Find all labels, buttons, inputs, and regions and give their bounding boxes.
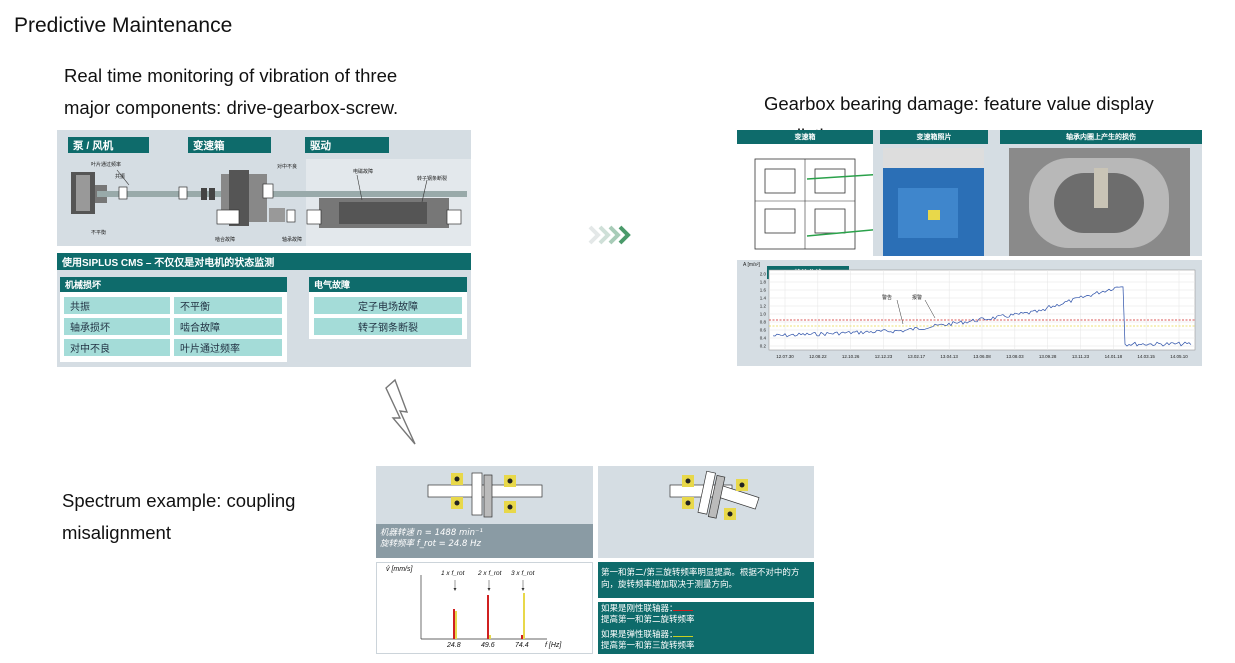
fault-cell: 共振 [64, 297, 170, 314]
label-unbalance: 不平衡 [91, 230, 107, 236]
gearbox-images: 变速箱 变速箱照片 轴承内圈上产生的损伤 [737, 130, 1202, 256]
spectrum-y-label: v̂ [mm/s] [386, 566, 413, 573]
rigid-coupling-effect: 提高第一和第二旋转频率 [601, 615, 695, 625]
trend-x-tick: 14.03.15 [1137, 354, 1155, 359]
fault-cell: 叶片通过频率 [174, 339, 282, 356]
fault-table: 机械损坏 共振 不平衡 轴承损坏 啮合故障 对中不良 叶片通过频率 电气故障 定… [57, 270, 471, 367]
speed-line-2: 旋转频率 f_rot = 24.8 Hz [380, 539, 481, 549]
chevron-right-icon [588, 225, 631, 245]
fault-cell: 对中不良 [64, 339, 170, 356]
fault-cell: 啮合故障 [174, 318, 282, 335]
coupling-elastic-panel [598, 466, 814, 558]
fault-cell: 不平衡 [174, 297, 282, 314]
trend-y-tick: 1.4 [760, 296, 767, 301]
label-gear-fault: 啮合故障 [215, 237, 236, 243]
explanation-text: 第一和第二/第三旋转频率明显提高。根据不对中的方向，旋转频率增加取决于测量方向。 [601, 568, 800, 590]
trend-y-tick: 1.2 [760, 304, 767, 309]
trend-x-tick: 14.01.18 [1105, 354, 1123, 359]
monitoring-description: Real time monitoring of vibration of thr… [64, 65, 399, 118]
trend-panel: 趋势曲线 A [m/s²] 2.01.81.61.41.21.00.80.60.… [737, 260, 1202, 366]
spectrum-bar-rigid [487, 595, 489, 639]
bearing-damage-header: 轴承内圈上产生的损伤 [1000, 130, 1202, 144]
spectrum-bar-elastic [523, 593, 525, 639]
tick-label: 49.6 [481, 642, 495, 649]
spectrum-bar-elastic [489, 635, 491, 639]
zigzag-arrow-icon [385, 378, 416, 445]
trend-y-tick: 0.8 [760, 320, 767, 325]
trend-y-unit: A [m/s²] [743, 262, 760, 268]
trend-y-tick: 1.0 [760, 312, 767, 317]
speed-info: 机器转速 n = 1488 min⁻¹ 旋转频率 f_rot = 24.8 Hz [376, 524, 593, 558]
trend-x-tick: 12.12.23 [875, 354, 893, 359]
trend-y-tick: 1.8 [760, 280, 767, 285]
trend-y-tick: 0.6 [760, 328, 767, 333]
drive-header: 驱动 [305, 137, 389, 153]
label-impeller: 叶片通过频率 [91, 162, 122, 168]
spectrum-description: Spectrum example: coupling misalignment [62, 490, 296, 543]
tick-label: 24.8 [447, 642, 461, 649]
trend-x-tick: 13.09.28 [1039, 354, 1057, 359]
rigid-legend-line [673, 610, 693, 611]
fault-cell: 轴承损坏 [64, 318, 170, 335]
gearbox-photo [883, 148, 984, 256]
label-electrical-fault: 电磁故障 [353, 169, 374, 175]
harmonic-1-label: 1 x f_rot [441, 570, 465, 577]
fault-cell: 定子电场故障 [314, 297, 462, 314]
label-resonance: 共振 [115, 174, 126, 180]
spectrum-bar-elastic [455, 611, 457, 639]
trend-y-tick: 0.2 [760, 344, 767, 349]
tick-label: 74.4 [515, 642, 529, 649]
spectrum-chart: v̂ [mm/s] f [Hz] 1 x f_rot 2 x f_rot 3 x… [376, 562, 593, 654]
label-bearing-fault: 轴承故障 [282, 237, 303, 243]
gearbox-drawing-header: 变速箱 [737, 130, 873, 144]
trend-y-tick: 1.6 [760, 288, 767, 293]
pump-fan-header: 泵 / 风机 [68, 137, 149, 153]
drivetrain-diagram: 泵 / 风机 变速箱 驱动 叶片通过频率 共振 不平衡 对中不良 啮合故障 轴承… [57, 130, 471, 246]
trend-x-tick: 12.08.22 [809, 354, 827, 359]
gearbox-photo-header: 变速箱照片 [880, 130, 988, 144]
gearbox-header: 变速箱 [188, 137, 271, 153]
trend-chart: 2.0 1.8 1.6 1.4 1.2 1.0 0.8 0.6 0.4 0.2 12.07.30 12… [760, 269, 1196, 359]
spectrum-bar-rigid [521, 635, 523, 639]
trend-x-tick: 13.06.08 [973, 354, 991, 359]
page-title: Predictive Maintenance [14, 14, 233, 37]
warning-label: 警告 [882, 295, 893, 301]
spectrum-bar-rigid [453, 609, 455, 639]
electrical-title: 电气故障 [309, 277, 467, 292]
trend-x-tick: 12.07.30 [776, 354, 794, 359]
spectrum-x-label: f [Hz] [545, 642, 562, 649]
harmonic-2-label: 2 x f_rot [478, 570, 502, 577]
harmonic-3-label: 3 x f_rot [511, 570, 535, 577]
elastic-legend-line [673, 636, 693, 637]
bearing-photo [1009, 148, 1190, 256]
speed-line-1: 机器转速 n = 1488 min⁻¹ [380, 528, 483, 538]
rigid-coupling-text: 如果是刚性联轴器： [601, 604, 678, 614]
trend-y-tick: 2.0 [760, 272, 767, 277]
coupling-rigid-panel [376, 466, 593, 524]
elastic-coupling-effect: 提高第一和第三旋转频率 [601, 641, 695, 651]
trend-x-tick: 13.04.13 [940, 354, 958, 359]
trend-y-tick: 0.4 [760, 336, 767, 341]
label-rotor-bar: 转子钢条断裂 [417, 176, 448, 182]
trend-line [772, 286, 1192, 347]
label-misalignment: 对中不良 [277, 164, 298, 170]
cms-banner: 使用SIPLUS CMS – 不仅仅是对电机的状态监测 [57, 253, 471, 270]
trend-x-tick: 13.11.23 [1072, 354, 1090, 359]
trend-x-tick: 12.10.26 [842, 354, 860, 359]
elastic-coupling-text: 如果是弹性联轴器： [601, 630, 678, 640]
fault-cell: 转子钢条断裂 [314, 318, 462, 335]
trend-x-tick: 13.02.17 [908, 354, 926, 359]
trend-x-tick: 14.05.10 [1170, 354, 1188, 359]
trend-x-tick: 13.08.03 [1006, 354, 1024, 359]
coupling-type-box: 如果是刚性联轴器： 提高第一和第二旋转频率 如果是弹性联轴器： 提高第一和第三旋… [598, 602, 814, 654]
alarm-label: 报警 [912, 295, 923, 301]
drivetrain-drawing [71, 169, 467, 228]
explanation-box: 第一和第二/第三旋转频率明显提高。根据不对中的方向，旋转频率增加取决于测量方向。 [598, 562, 814, 598]
mechanical-title: 机械损坏 [60, 277, 287, 292]
gearbox-drawing [737, 144, 948, 256]
